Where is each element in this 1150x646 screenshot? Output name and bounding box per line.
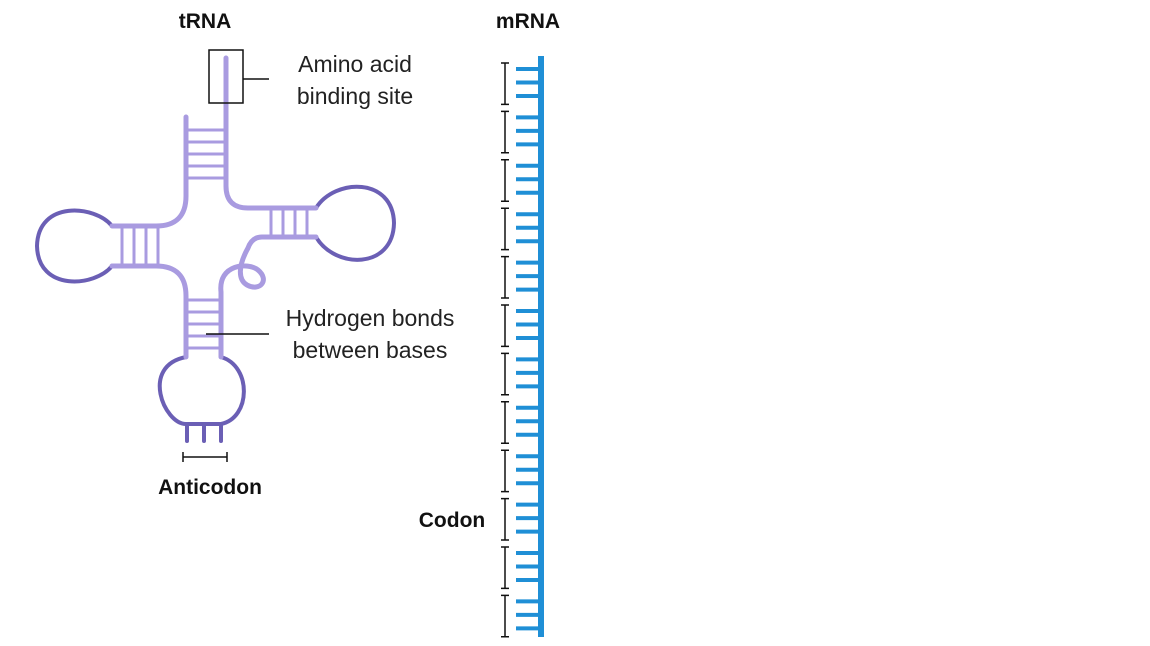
anticodon-bracket	[182, 452, 228, 462]
codon-bracket	[501, 449, 509, 493]
mrna-strand	[501, 56, 544, 638]
hydrogen-bonds-label-line1: Hydrogen bonds	[286, 305, 455, 331]
right-arm-rungs	[269, 209, 309, 236]
mrna-title: mRNA	[496, 10, 560, 33]
codon-bracket	[501, 594, 509, 638]
hydrogen-bonds-label-line2: between bases	[293, 337, 448, 363]
anticodon-bases	[185, 422, 223, 443]
codon-bracket	[501, 110, 509, 154]
trna-structure	[34, 55, 397, 443]
amino-acid-site-box	[208, 49, 244, 104]
trna-anticodon-loop	[157, 355, 246, 426]
left-arm-rungs	[120, 227, 160, 265]
trna-right-loop	[314, 184, 397, 262]
codon-bracket	[501, 255, 509, 299]
codon-bracket	[501, 304, 509, 348]
codon-bracket	[501, 207, 509, 251]
codon-brackets	[501, 62, 509, 638]
anticodon-label: Anticodon	[158, 476, 262, 499]
codon-bracket	[501, 352, 509, 396]
codon-bracket	[501, 62, 509, 106]
codon-bracket	[501, 401, 509, 444]
codon-label: Codon	[419, 509, 485, 532]
acceptor-stem-rungs	[187, 128, 225, 180]
amino-acid-label-line1: Amino acid	[298, 51, 412, 77]
codon-bracket	[501, 546, 509, 590]
trna-title: tRNA	[179, 10, 232, 33]
trna-left-loop	[34, 208, 114, 284]
amino-acid-label-line2: binding site	[297, 83, 413, 109]
mrna-bases	[516, 67, 541, 631]
trna-backbone-outer	[109, 55, 319, 360]
anticodon-stem-rungs	[187, 298, 220, 350]
codon-bracket	[501, 497, 509, 541]
codon-bracket	[501, 159, 509, 202]
